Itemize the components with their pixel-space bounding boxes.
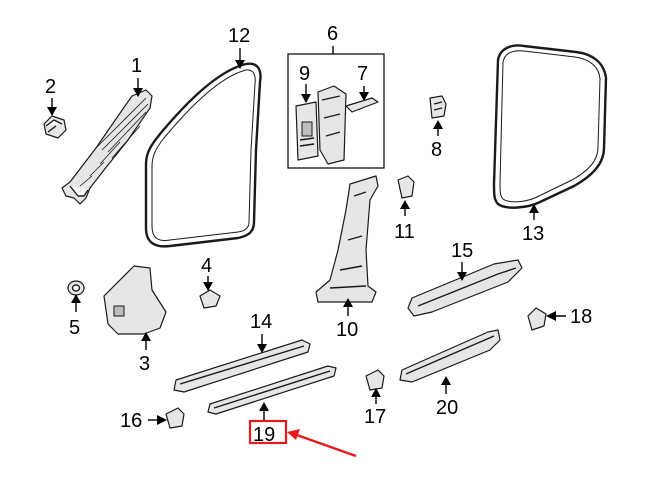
callout-1: 1 bbox=[131, 55, 142, 77]
callout-16: 16 bbox=[120, 410, 142, 432]
callout-2: 2 bbox=[45, 76, 56, 98]
arrow-11 bbox=[400, 200, 410, 209]
callout-17: 17 bbox=[364, 406, 386, 428]
highlight-arrow-head bbox=[287, 429, 300, 440]
part-1-a-pillar-trim[interactable] bbox=[61, 89, 153, 205]
callout-13: 13 bbox=[522, 223, 544, 245]
arrow-1 bbox=[133, 88, 143, 97]
part-12-front-weatherstrip[interactable] bbox=[144, 62, 262, 248]
arrow-17 bbox=[371, 388, 381, 397]
arrow-7 bbox=[359, 92, 369, 101]
arrow-12 bbox=[235, 60, 245, 69]
arrow-15 bbox=[457, 272, 467, 281]
callout-3: 3 bbox=[139, 353, 150, 375]
arrow-20 bbox=[441, 376, 451, 385]
part-16-clip[interactable] bbox=[165, 407, 185, 429]
callout-6: 6 bbox=[327, 23, 338, 45]
part-15-rear-scuff-plate[interactable] bbox=[407, 259, 523, 317]
arrow-14 bbox=[257, 344, 267, 353]
callout-box-6 bbox=[287, 53, 385, 169]
arrow-9 bbox=[301, 94, 311, 103]
part-19-front-sill-trim[interactable] bbox=[207, 365, 337, 415]
arrow-3 bbox=[141, 332, 151, 341]
callout-12: 12 bbox=[228, 25, 250, 47]
callout-11: 11 bbox=[394, 221, 415, 243]
part-10-center-pillar-lower[interactable] bbox=[315, 175, 379, 303]
part-14-front-scuff-plate[interactable] bbox=[173, 339, 311, 393]
part-8-clip[interactable] bbox=[429, 95, 447, 119]
arrow-13 bbox=[529, 204, 539, 213]
callout-19: 19 bbox=[253, 424, 275, 446]
callout-5: 5 bbox=[69, 317, 80, 339]
part-11-clip[interactable] bbox=[397, 175, 415, 199]
arrow-2 bbox=[47, 107, 57, 116]
part-17-clip[interactable] bbox=[365, 369, 385, 391]
highlight-box-19 bbox=[248, 419, 288, 445]
part-20-rear-sill-trim[interactable] bbox=[399, 329, 501, 383]
arrow-19 bbox=[259, 402, 269, 411]
callout-14: 14 bbox=[250, 311, 272, 333]
part-center-pillar-upper[interactable] bbox=[317, 85, 347, 165]
callout-15: 15 bbox=[451, 240, 473, 262]
arrow-5 bbox=[71, 294, 81, 303]
arrow-18 bbox=[546, 311, 556, 321]
callout-7: 7 bbox=[357, 63, 368, 85]
highlight-arrow-shaft bbox=[293, 432, 357, 458]
part-9-pillar-trim-panel[interactable] bbox=[295, 101, 319, 161]
arrow-8 bbox=[433, 120, 443, 129]
callout-8: 8 bbox=[431, 139, 442, 161]
arrow-16 bbox=[157, 415, 167, 425]
callout-9: 9 bbox=[299, 63, 310, 85]
callout-20: 20 bbox=[436, 397, 458, 419]
part-7-bracket[interactable] bbox=[345, 97, 379, 113]
part-4-clip[interactable] bbox=[199, 289, 221, 309]
callout-4: 4 bbox=[201, 255, 212, 277]
part-2-clip[interactable] bbox=[43, 115, 67, 139]
arrow-10 bbox=[343, 298, 353, 307]
part-5-grommet[interactable] bbox=[67, 280, 85, 296]
part-3-cowl-side-trim[interactable] bbox=[103, 265, 167, 335]
part-18-clip[interactable] bbox=[527, 307, 547, 331]
part-13-rear-weatherstrip[interactable] bbox=[492, 44, 608, 209]
arrow-4 bbox=[203, 282, 213, 291]
callout-18: 18 bbox=[570, 306, 592, 328]
callout-10: 10 bbox=[336, 319, 358, 341]
